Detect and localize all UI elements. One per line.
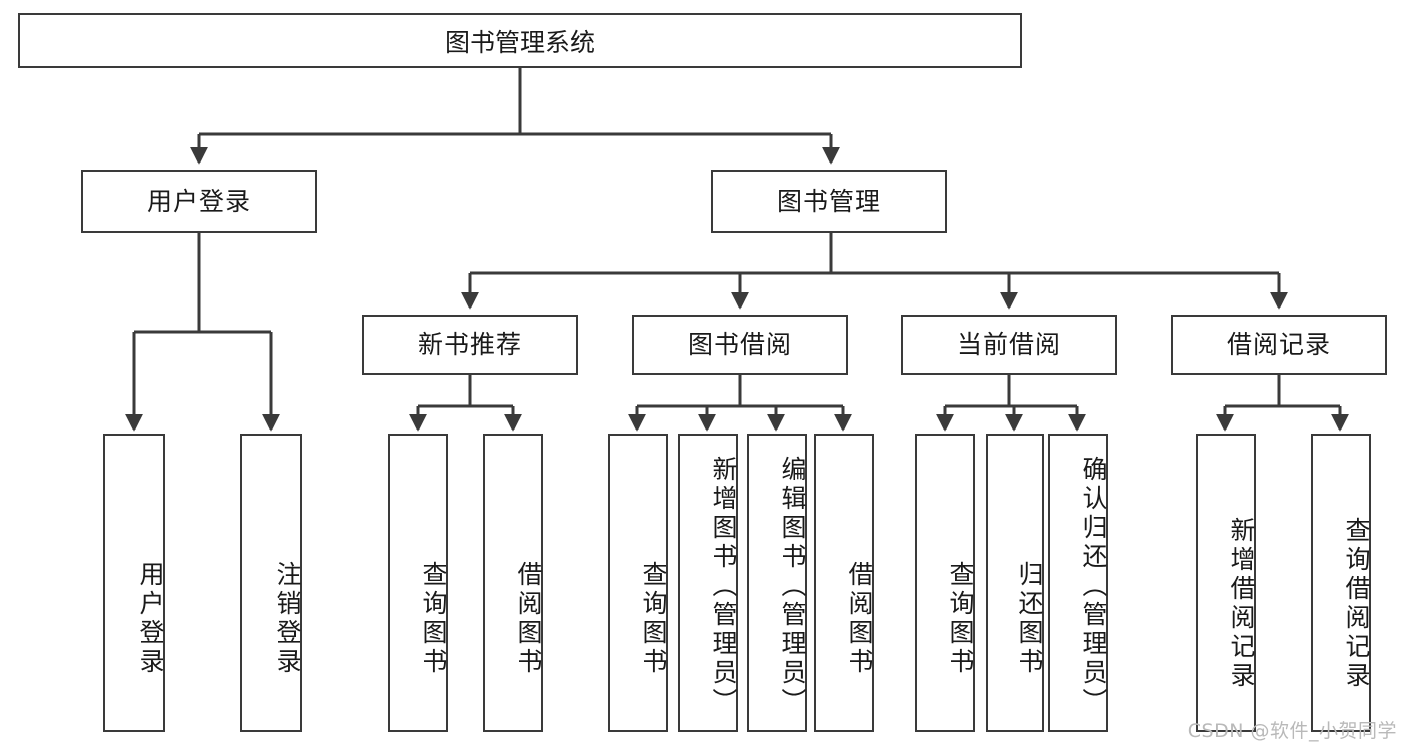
- node-new-book-recommend[interactable]: 新书推荐: [362, 315, 578, 375]
- leaf-user-login-login[interactable]: 用户登录: [103, 434, 165, 732]
- node-book-borrow[interactable]: 图书借阅: [632, 315, 848, 375]
- leaf-user-login-logout[interactable]: 注销登录: [240, 434, 302, 732]
- leaf-recommend-borrow-book[interactable]: 借阅图书: [483, 434, 543, 732]
- leaf-record-add-borrow-record[interactable]: 新增借阅记录: [1196, 434, 1256, 732]
- leaf-borrow-edit-book-admin[interactable]: 编辑图书（管理员）: [747, 434, 807, 732]
- node-user-login[interactable]: 用户登录: [81, 170, 317, 233]
- leaf-borrow-add-book-admin[interactable]: 新增图书（管理员）: [678, 434, 738, 732]
- csdn-watermark: CSDN @软件_小贺同学: [1187, 720, 1397, 742]
- node-borrow-record[interactable]: 借阅记录: [1171, 315, 1387, 375]
- node-root-system[interactable]: 图书管理系统: [18, 13, 1022, 68]
- leaf-current-query-book[interactable]: 查询图书: [915, 434, 975, 732]
- leaf-record-query-borrow-record[interactable]: 查询借阅记录: [1311, 434, 1371, 732]
- leaf-borrow-borrow-book[interactable]: 借阅图书: [814, 434, 874, 732]
- leaf-current-confirm-return-admin[interactable]: 确认归还（管理员）: [1048, 434, 1108, 732]
- node-book-management[interactable]: 图书管理: [711, 170, 947, 233]
- leaf-recommend-query-book[interactable]: 查询图书: [388, 434, 448, 732]
- leaf-current-return-book[interactable]: 归还图书: [986, 434, 1044, 732]
- leaf-borrow-query-book[interactable]: 查询图书: [608, 434, 668, 732]
- node-current-borrow[interactable]: 当前借阅: [901, 315, 1117, 375]
